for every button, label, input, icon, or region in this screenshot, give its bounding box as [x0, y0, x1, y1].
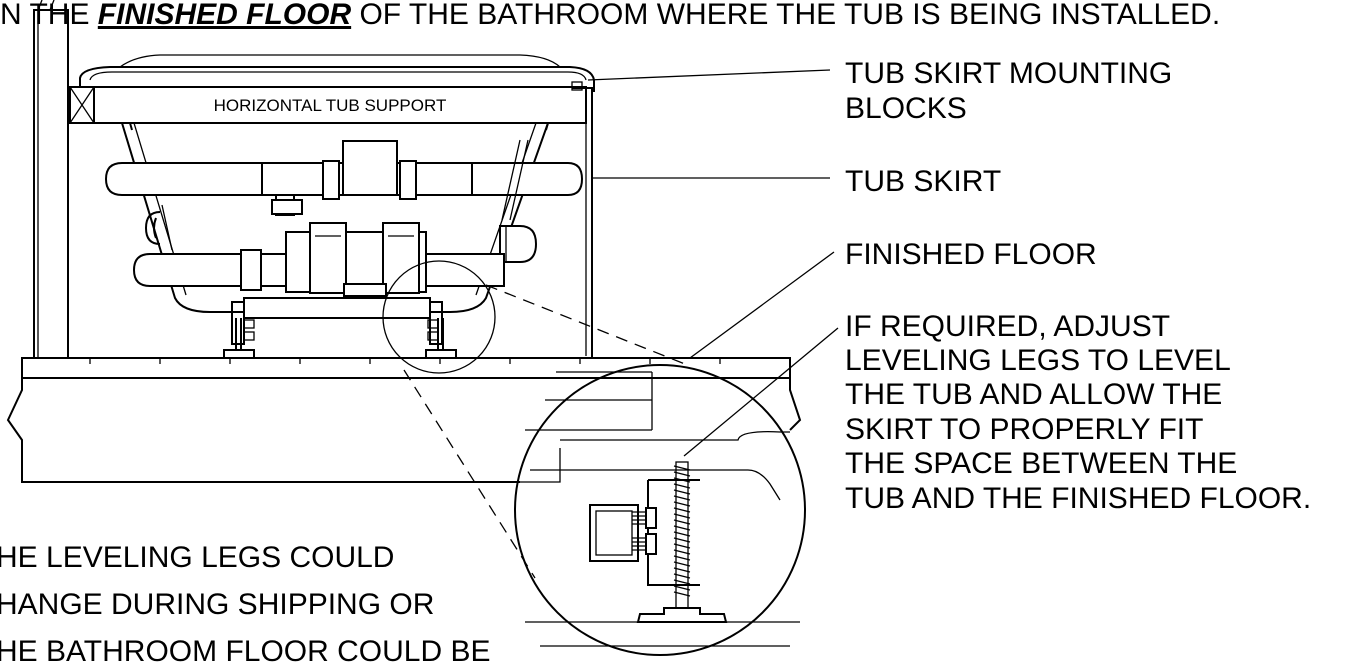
tub-skirt-panel [572, 87, 593, 358]
leader-finished-floor [689, 251, 835, 359]
drain-outlet [343, 283, 387, 297]
detail-bolts [632, 507, 657, 555]
header-prefix: N THE [0, 0, 98, 31]
horizontal-tub-support [69, 86, 587, 124]
drain-coupling-small [240, 249, 262, 291]
horizontal-tub-support-label: HORIZONTAL TUB SUPPORT [214, 96, 447, 115]
subfloor-right-break [789, 378, 802, 431]
right-elbow [499, 225, 538, 263]
detail-threaded-rod [673, 461, 691, 609]
leader-lines [587, 69, 839, 457]
leveling-leg-right [425, 318, 457, 359]
leveling-note: HE LEVELING LEGS COULD HANGE DURING SHIP… [0, 541, 491, 666]
tub-skirt [571, 81, 593, 358]
base-frame [243, 297, 431, 319]
callout-adjust-legs: IF REQUIRED, ADJUST LEVELING LEGS TO LEV… [845, 310, 1311, 515]
mounting-block-left [69, 86, 95, 124]
header-emphasis: FINISHED FLOOR [98, 0, 352, 31]
drain-riser-nut [271, 199, 303, 215]
leg-bracket-right [429, 301, 443, 345]
enlarged-leg-detail [514, 364, 806, 656]
detail-projection-line-top [485, 284, 691, 367]
overflow-coupling-right [399, 160, 417, 200]
detail-projection-line-bottom [403, 369, 536, 579]
leg-bracket-left [231, 301, 245, 345]
header-suffix: OF THE BATHROOM WHERE THE TUB IS BEING I… [351, 0, 1220, 31]
tub-assembly: HORIZONTAL TUB SUPPORT [69, 54, 595, 359]
overflow-coupling-left [322, 160, 340, 200]
header-text: N THE FINISHED FLOOR OF THE BATHROOM WHE… [0, 0, 1220, 31]
drain-coupling-right [382, 222, 420, 294]
drain-coupling-left [309, 222, 347, 294]
wall [33, 0, 69, 359]
subfloor-left-break [6, 378, 520, 483]
overflow-valve [342, 140, 398, 196]
leader-mounting-blocks [587, 69, 831, 81]
detail-leveling-foot [636, 607, 728, 623]
callout-mounting-blocks: TUB SKIRT MOUNTING BLOCKS [845, 57, 1181, 125]
callout-tub-skirt: TUB SKIRT [845, 165, 1001, 198]
callout-finished-floor: FINISHED FLOOR [845, 238, 1097, 271]
detail-base-bracket [589, 504, 639, 562]
floor-section [6, 357, 802, 483]
tub-rim [79, 66, 595, 92]
wall-stud [33, 9, 69, 359]
detail-callout-circle [382, 260, 496, 374]
mounting-block-right [571, 81, 583, 91]
enlarged-detail-circle [514, 364, 806, 656]
finished-floor-surface [21, 357, 791, 379]
leader-adjust-legs [683, 327, 839, 457]
leveling-leg-left [223, 318, 255, 359]
